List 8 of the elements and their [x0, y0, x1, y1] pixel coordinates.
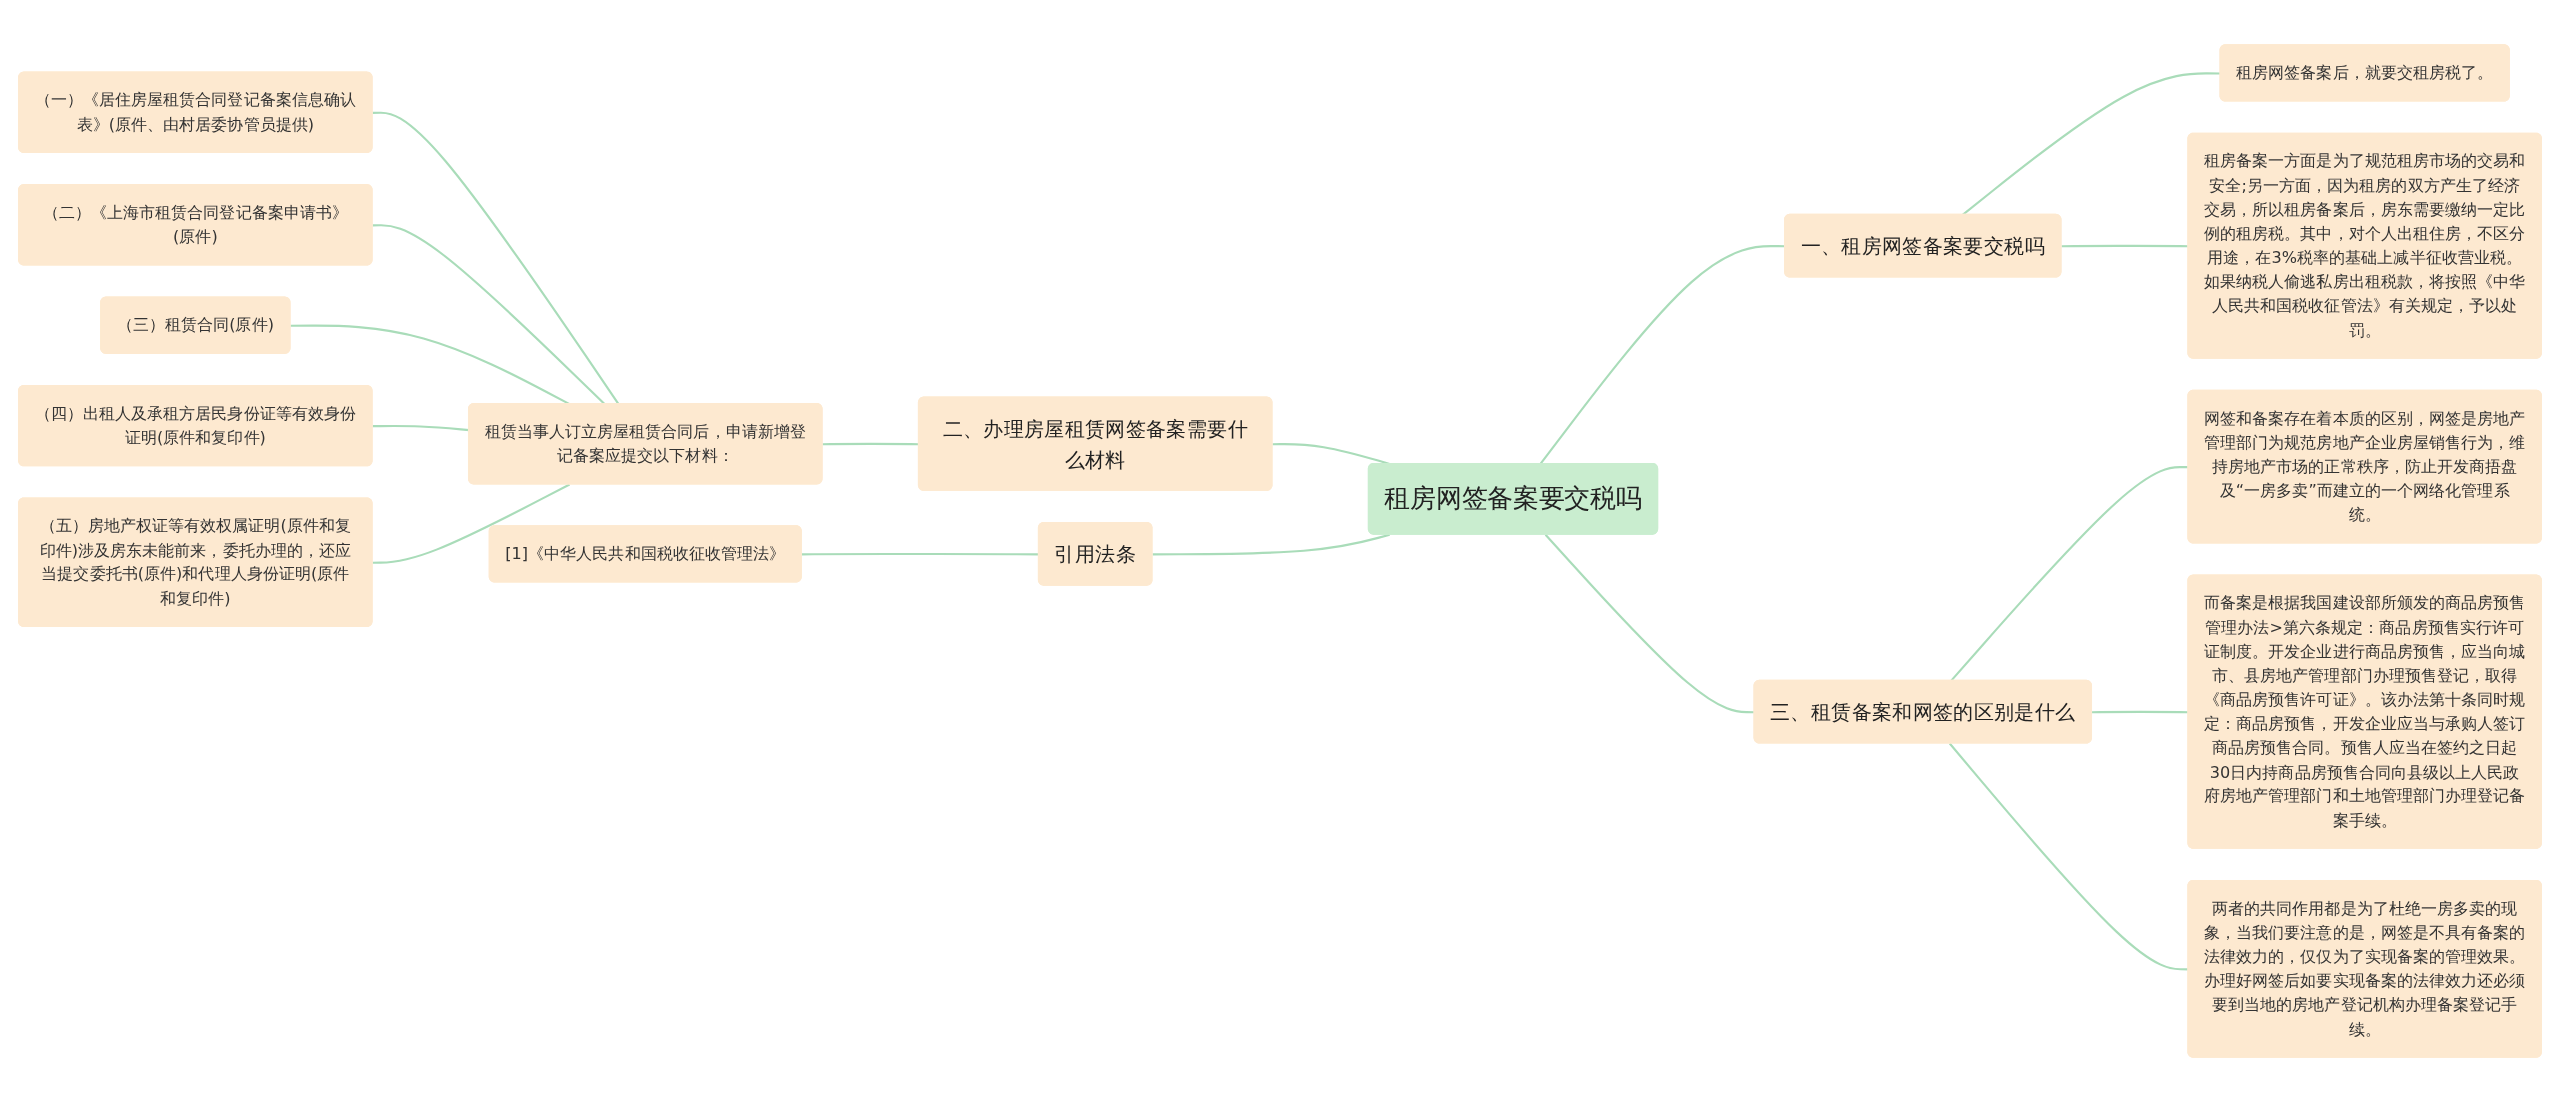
connector [372, 224, 606, 405]
connector [1962, 72, 2221, 216]
connector [1544, 533, 1755, 714]
connector [372, 111, 620, 405]
connector [822, 442, 919, 446]
connector [1152, 533, 1390, 556]
connector [372, 483, 571, 564]
connector [801, 552, 1039, 556]
